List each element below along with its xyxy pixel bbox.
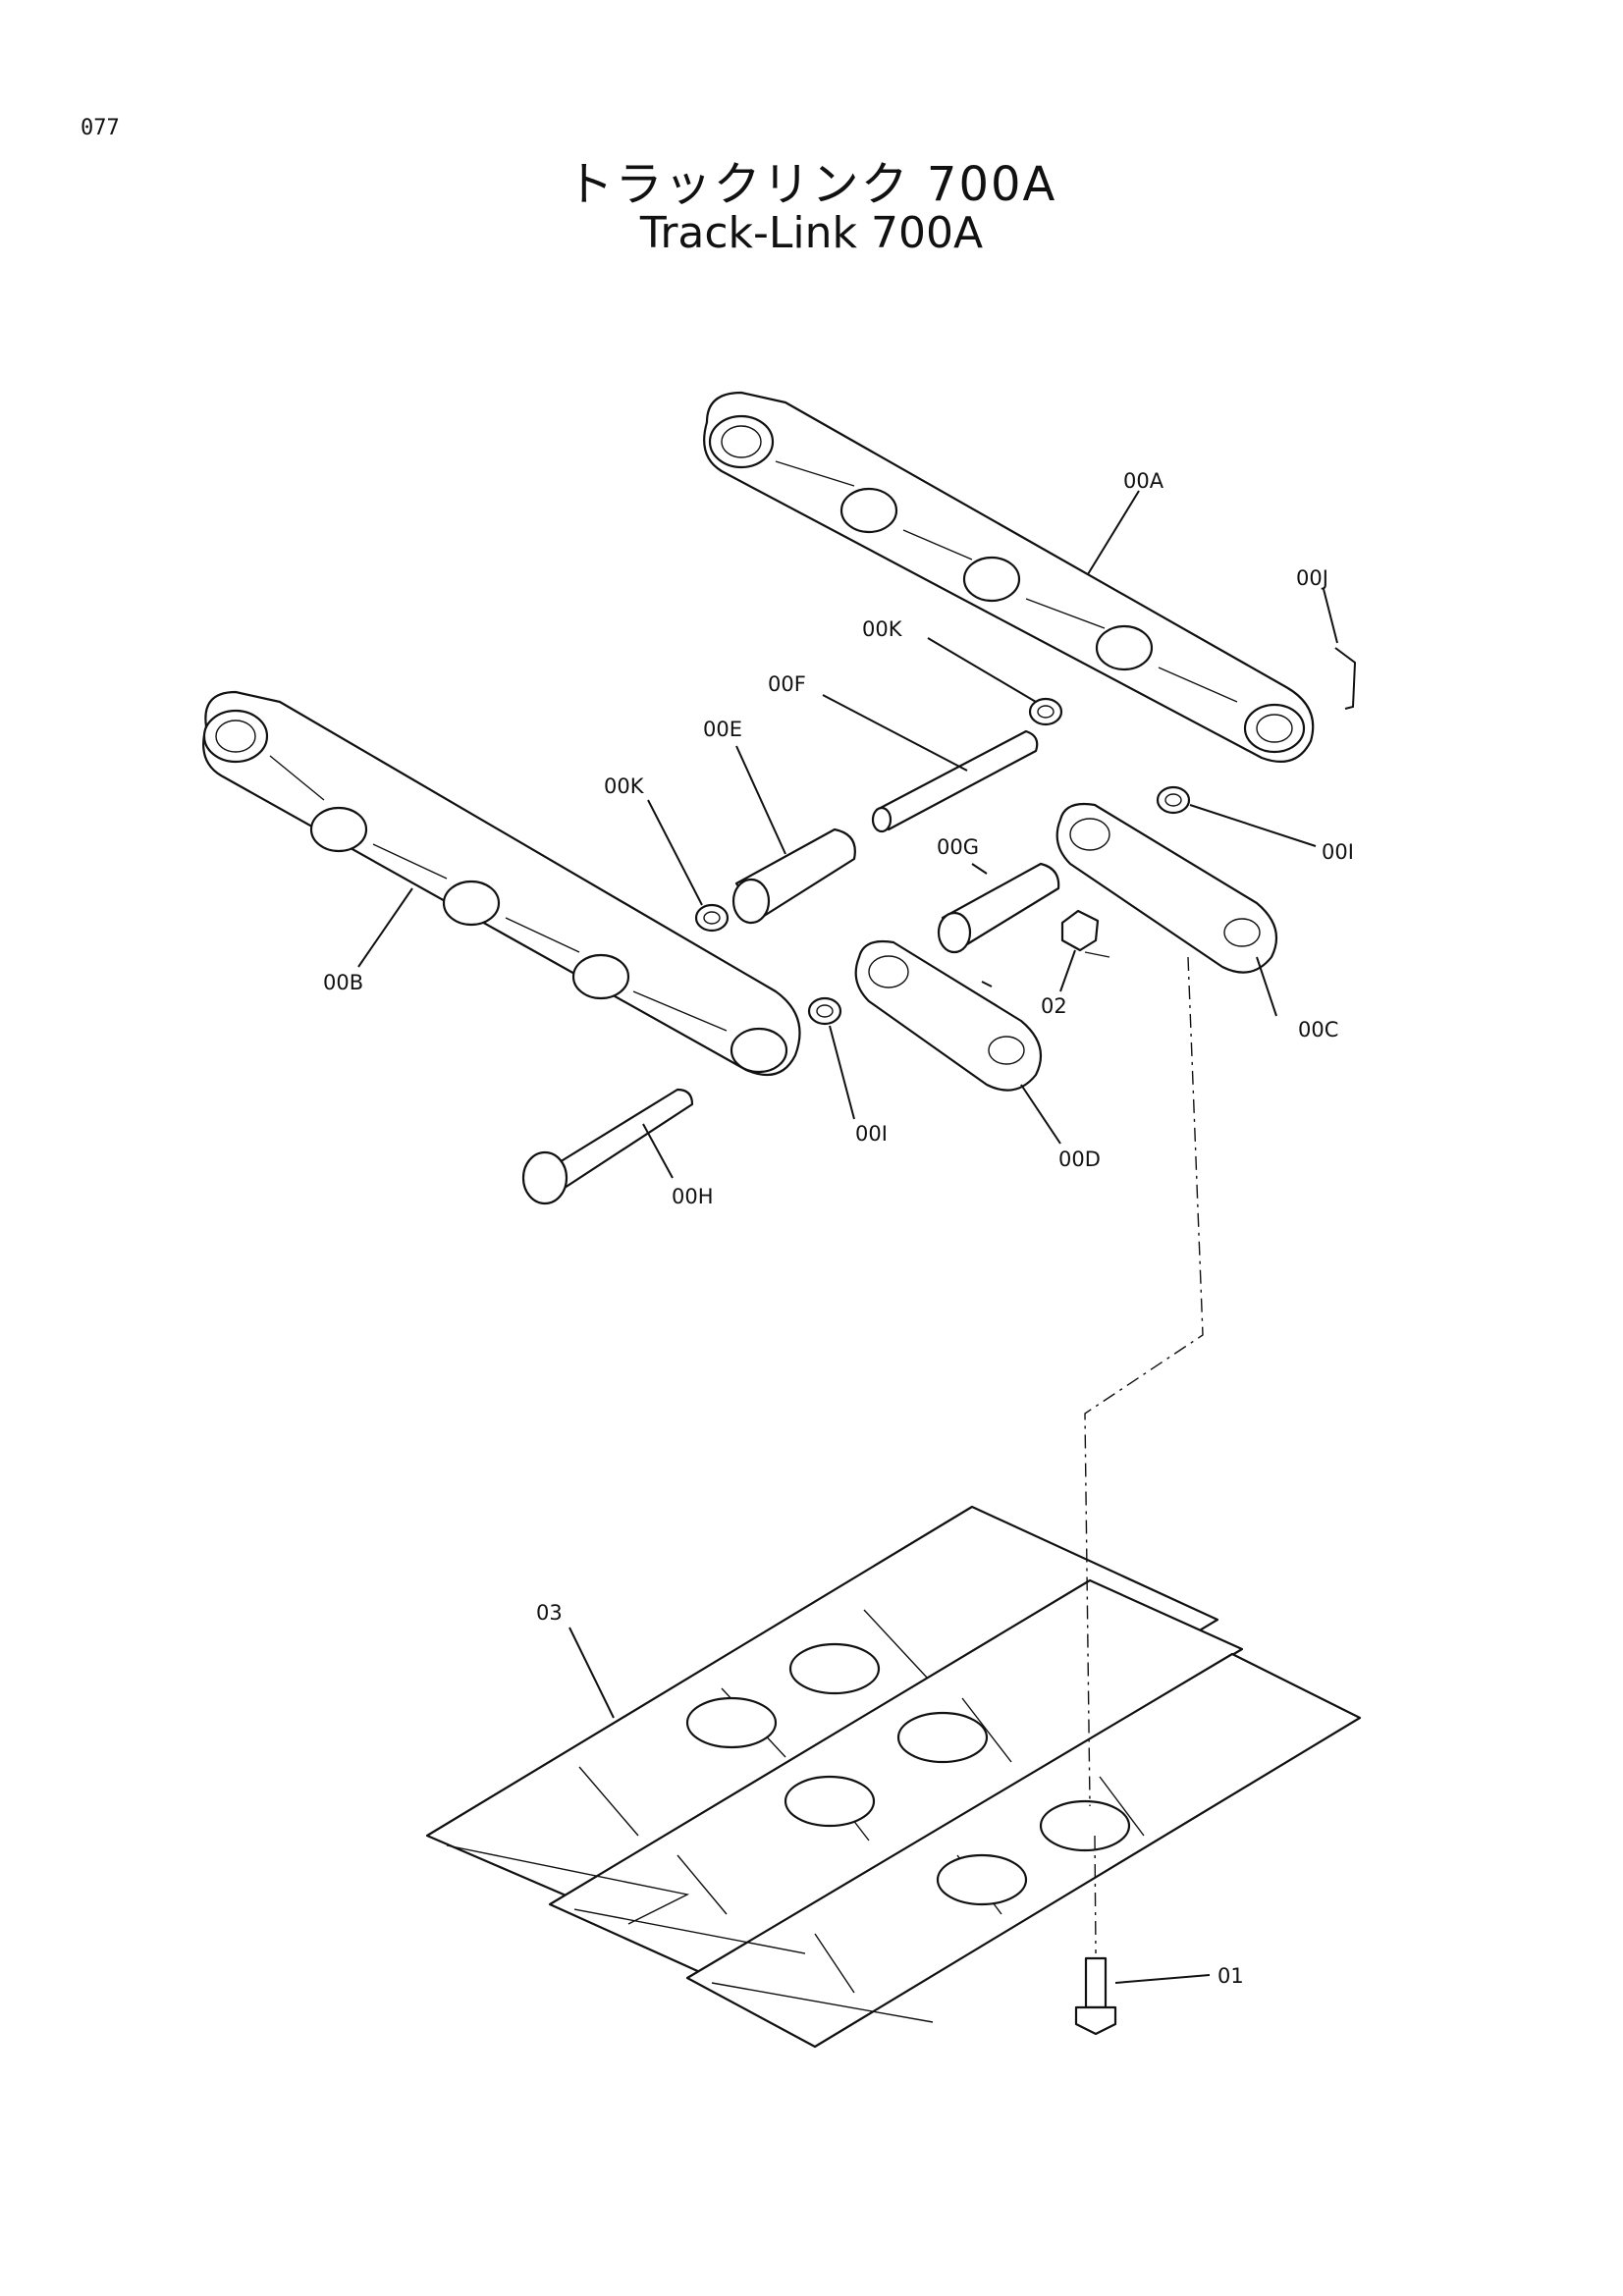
callout-00F: 00F [768,672,806,696]
nut-02 [1060,909,1100,952]
callout-00I-mid: 00I [855,1122,888,1146]
leader-lines [357,490,1338,1984]
title-japanese: トラックリンク 700A [566,157,1057,212]
track-link-assembly-00A [703,391,1315,763]
seal-00K-top [1028,697,1063,726]
callout-00B: 00B [323,971,363,994]
seal-00K-left [694,903,730,933]
master-pin-00H [521,1088,694,1205]
spacer-00I-right [1156,785,1191,815]
callout-00A: 00A [1123,469,1164,493]
pin-00F [871,729,1039,833]
callout-00K-top: 00K [862,617,903,641]
master-link-00C [1055,802,1278,974]
callout-00E: 00E [703,718,742,741]
track-shoes-03 [425,1505,1362,2049]
callout-00I-right: 00I [1322,840,1354,864]
callout-02: 02 [1041,994,1067,1018]
callout-01: 01 [1217,1964,1244,1988]
callout-00D: 00D [1058,1148,1101,1171]
page-number: 077 [81,116,120,140]
master-link-00D [854,939,1043,1092]
bushing-00E [731,828,856,925]
spacer-00I-mid [807,996,842,1026]
track-link-assembly-00B [202,690,801,1077]
callout-03: 03 [536,1601,563,1625]
callout-00G: 00G [937,835,979,859]
title-english: Track-Link 700A [639,208,984,258]
shoe-bolt-01 [1074,1956,1117,2036]
callout-00C: 00C [1298,1018,1338,1041]
callout-00H: 00H [672,1185,714,1208]
callout-00K-left: 00K [604,774,645,798]
bushing-00G [937,862,1060,954]
callout-00J: 00J [1296,566,1328,590]
lock-pin-00J [1334,647,1357,710]
